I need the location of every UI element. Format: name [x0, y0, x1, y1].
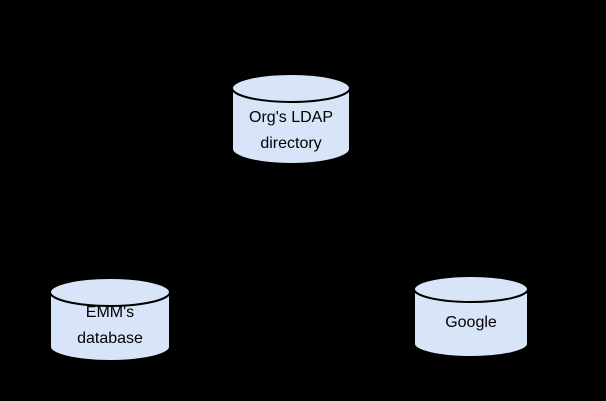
database-node-org-ldap-directory: Org's LDAP directory — [230, 73, 352, 165]
cylinder-body — [413, 289, 529, 358]
node-label-line: directory — [260, 135, 322, 152]
database-cylinder-icon — [49, 277, 171, 362]
database-node-emm-database: EMM's database — [48, 277, 172, 362]
database-cylinder-icon — [413, 275, 529, 358]
database-cylinder-icon — [231, 73, 351, 165]
node-label: Org's LDAP directory — [230, 105, 352, 157]
node-label-line: Org's LDAP — [249, 109, 333, 126]
database-node-google: Google — [412, 275, 530, 358]
node-label-line: EMM's — [85, 304, 135, 321]
node-label: Google — [412, 310, 530, 336]
node-label: EMM's database — [48, 300, 172, 352]
cylinder-body — [231, 88, 351, 165]
cylinder-top — [49, 277, 171, 307]
cylinder-top — [413, 275, 529, 303]
cylinder-top — [231, 73, 351, 103]
node-label-line: Google — [445, 314, 497, 331]
cylinder-body — [49, 292, 171, 362]
node-label-line: database — [77, 330, 143, 347]
